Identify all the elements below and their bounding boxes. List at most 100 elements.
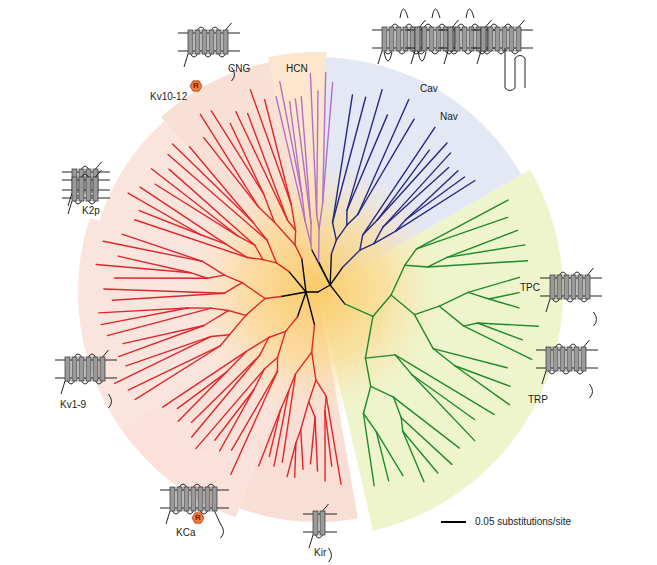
tree-branch: [455, 366, 510, 405]
helix: [557, 275, 562, 299]
tree-branch: [189, 147, 253, 223]
helix: [581, 347, 586, 371]
channel-loop: [546, 268, 597, 326]
helix: [188, 30, 193, 54]
tree-branch: [267, 240, 276, 263]
helix: [550, 275, 555, 299]
tree-branch: [126, 336, 211, 365]
helix: [509, 27, 514, 51]
tree-branch: [391, 295, 414, 315]
tree-branch: [163, 351, 247, 407]
tree-branch: [135, 220, 248, 258]
tree-branch: [325, 411, 332, 466]
tree-branch: [468, 292, 489, 299]
helix: [443, 27, 448, 51]
helix: [410, 27, 415, 51]
helix: [209, 30, 214, 54]
helix: [495, 27, 500, 51]
tree-branch: [383, 153, 451, 227]
tree-branch: [347, 90, 382, 211]
helix: [93, 177, 98, 201]
helix: [564, 275, 569, 299]
tree-branch: [406, 171, 458, 220]
tree-branch: [401, 418, 452, 465]
regulatory-domain: [190, 81, 202, 91]
tree-branch: [428, 261, 528, 267]
tree-branch: [115, 277, 208, 279]
domain-letter: R: [195, 514, 201, 522]
tree-branch: [231, 371, 278, 474]
tree-branch: [211, 308, 228, 310]
helix: [198, 487, 203, 511]
tree-branch: [242, 283, 265, 299]
tree-branch: [286, 317, 298, 331]
helix: [578, 275, 583, 299]
tree-branch: [315, 417, 317, 471]
tree-branch: [318, 229, 320, 262]
helix: [422, 27, 427, 51]
tree-branch: [301, 97, 311, 224]
tree-branch: [220, 389, 254, 451]
tree-branch: [417, 217, 508, 248]
tree-branch: [331, 240, 336, 254]
tree-branch: [188, 307, 212, 308]
tree-branch: [336, 225, 346, 240]
tree-branch: [96, 265, 191, 273]
tree-branch: [155, 184, 238, 236]
helix: [469, 27, 474, 51]
tree-branch: [489, 299, 519, 308]
helix: [195, 30, 200, 54]
helix: [170, 487, 175, 511]
helix: [516, 27, 521, 51]
tree-branch: [115, 336, 212, 383]
tree-branch: [263, 260, 277, 263]
tree-branch: [294, 230, 296, 244]
tree-branch: [246, 299, 265, 316]
clade-label: Kir: [314, 548, 326, 558]
tree-branch: [478, 323, 523, 340]
helix: [571, 275, 576, 299]
clade-label: TRP: [528, 395, 548, 405]
channel-loop: [384, 9, 525, 91]
tree-branch: [204, 311, 228, 326]
helix: [205, 487, 210, 511]
helix: [448, 27, 453, 51]
tree-branch: [464, 323, 478, 326]
tree-branch: [280, 391, 288, 410]
helix: [567, 347, 572, 371]
tree-branch: [211, 335, 229, 337]
tree-branch: [363, 386, 370, 413]
regulatory-domain: [192, 513, 204, 523]
tree-branch: [281, 292, 306, 297]
tree-branch: [224, 283, 242, 294]
tree-branch: [365, 358, 370, 386]
tree-branch: [333, 223, 337, 241]
tree-branch: [376, 432, 403, 476]
helix: [574, 347, 579, 371]
tree-branch: [317, 91, 318, 215]
channel-loop: [477, 20, 525, 64]
tree-branch: [323, 83, 333, 203]
tree-branch: [365, 316, 372, 358]
tree-branch: [112, 293, 224, 300]
helix: [191, 487, 196, 511]
tree-branch: [296, 429, 301, 443]
tree-branch: [207, 275, 224, 278]
clade-label: Kv10-12: [150, 92, 187, 102]
tree-branch: [455, 366, 510, 387]
tree-branch: [414, 315, 433, 349]
clade-label: KCa: [176, 528, 195, 538]
channel-loop: [542, 340, 593, 398]
tree-branch: [405, 249, 417, 265]
tree-branch: [406, 177, 465, 220]
tree-branch: [330, 254, 331, 285]
tree-branch: [276, 97, 305, 221]
helix: [65, 357, 70, 381]
tree-branch: [297, 292, 306, 317]
tree-branch: [330, 268, 342, 285]
tree-branch: [310, 74, 316, 215]
channel-loop: [68, 162, 102, 206]
helix: [560, 347, 565, 371]
scale-label: 0.05 substitutions/site: [475, 517, 571, 527]
tree-branch: [306, 291, 318, 292]
